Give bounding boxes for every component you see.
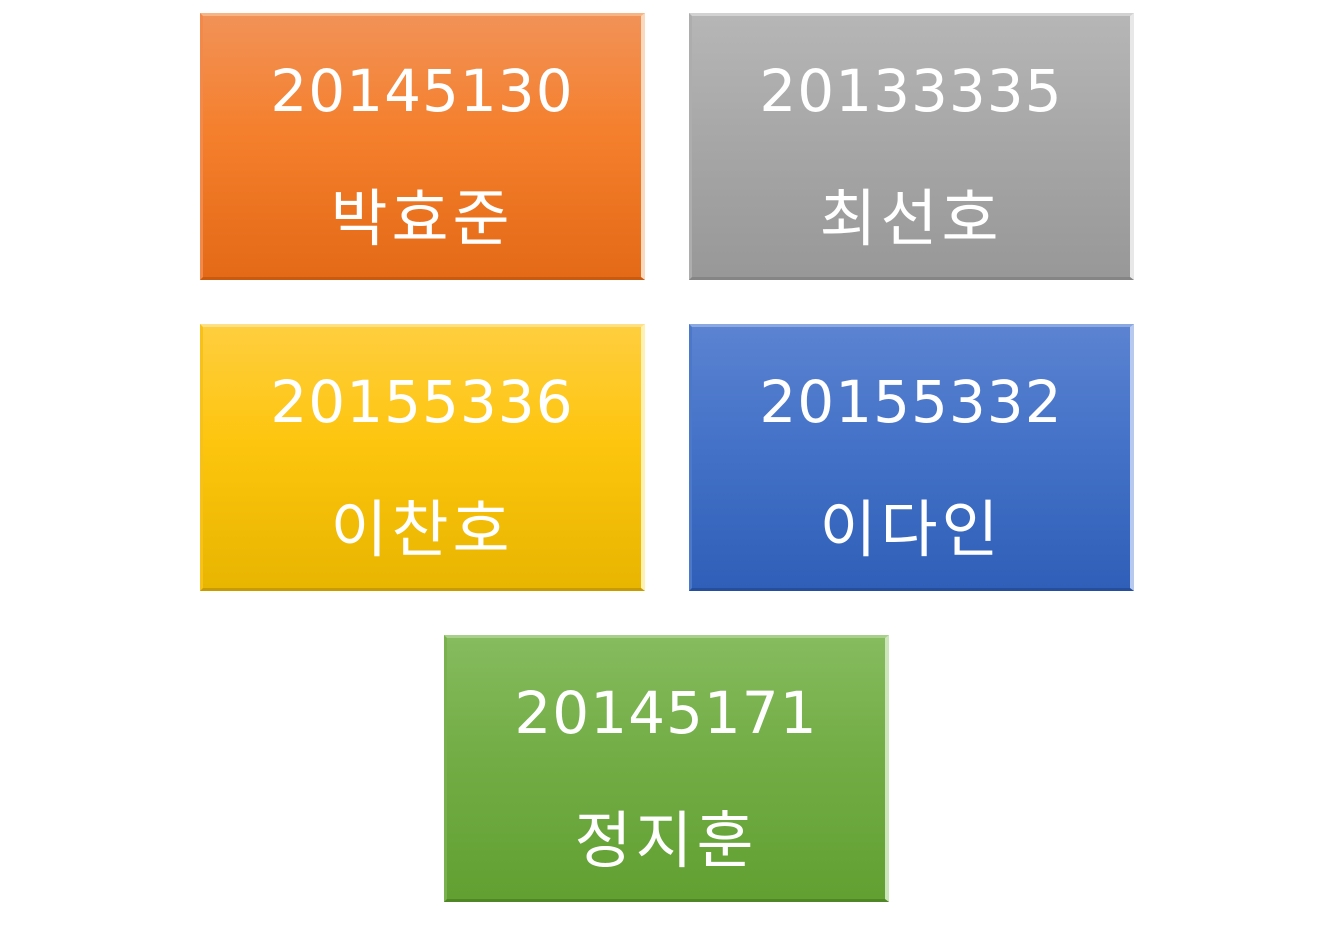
student-id: 20133335 xyxy=(759,57,1063,125)
student-name: 이다인 xyxy=(819,493,1003,566)
student-id: 20155332 xyxy=(759,368,1063,436)
student-id: 20145171 xyxy=(514,679,818,747)
member-card-1: 20145130 박효준 xyxy=(200,13,645,280)
student-id: 20145130 xyxy=(270,57,574,125)
student-name: 박효준 xyxy=(330,182,514,255)
student-id: 20155336 xyxy=(270,368,574,436)
member-card-4: 20155332 이다인 xyxy=(689,324,1134,591)
member-card-3: 20155336 이찬호 xyxy=(200,324,645,591)
member-card-5: 20145171 정지훈 xyxy=(444,635,889,902)
student-name: 이찬호 xyxy=(330,493,514,566)
member-card-2: 20133335 최선호 xyxy=(689,13,1134,280)
student-name: 최선호 xyxy=(819,182,1003,255)
student-name: 정지훈 xyxy=(574,804,758,877)
